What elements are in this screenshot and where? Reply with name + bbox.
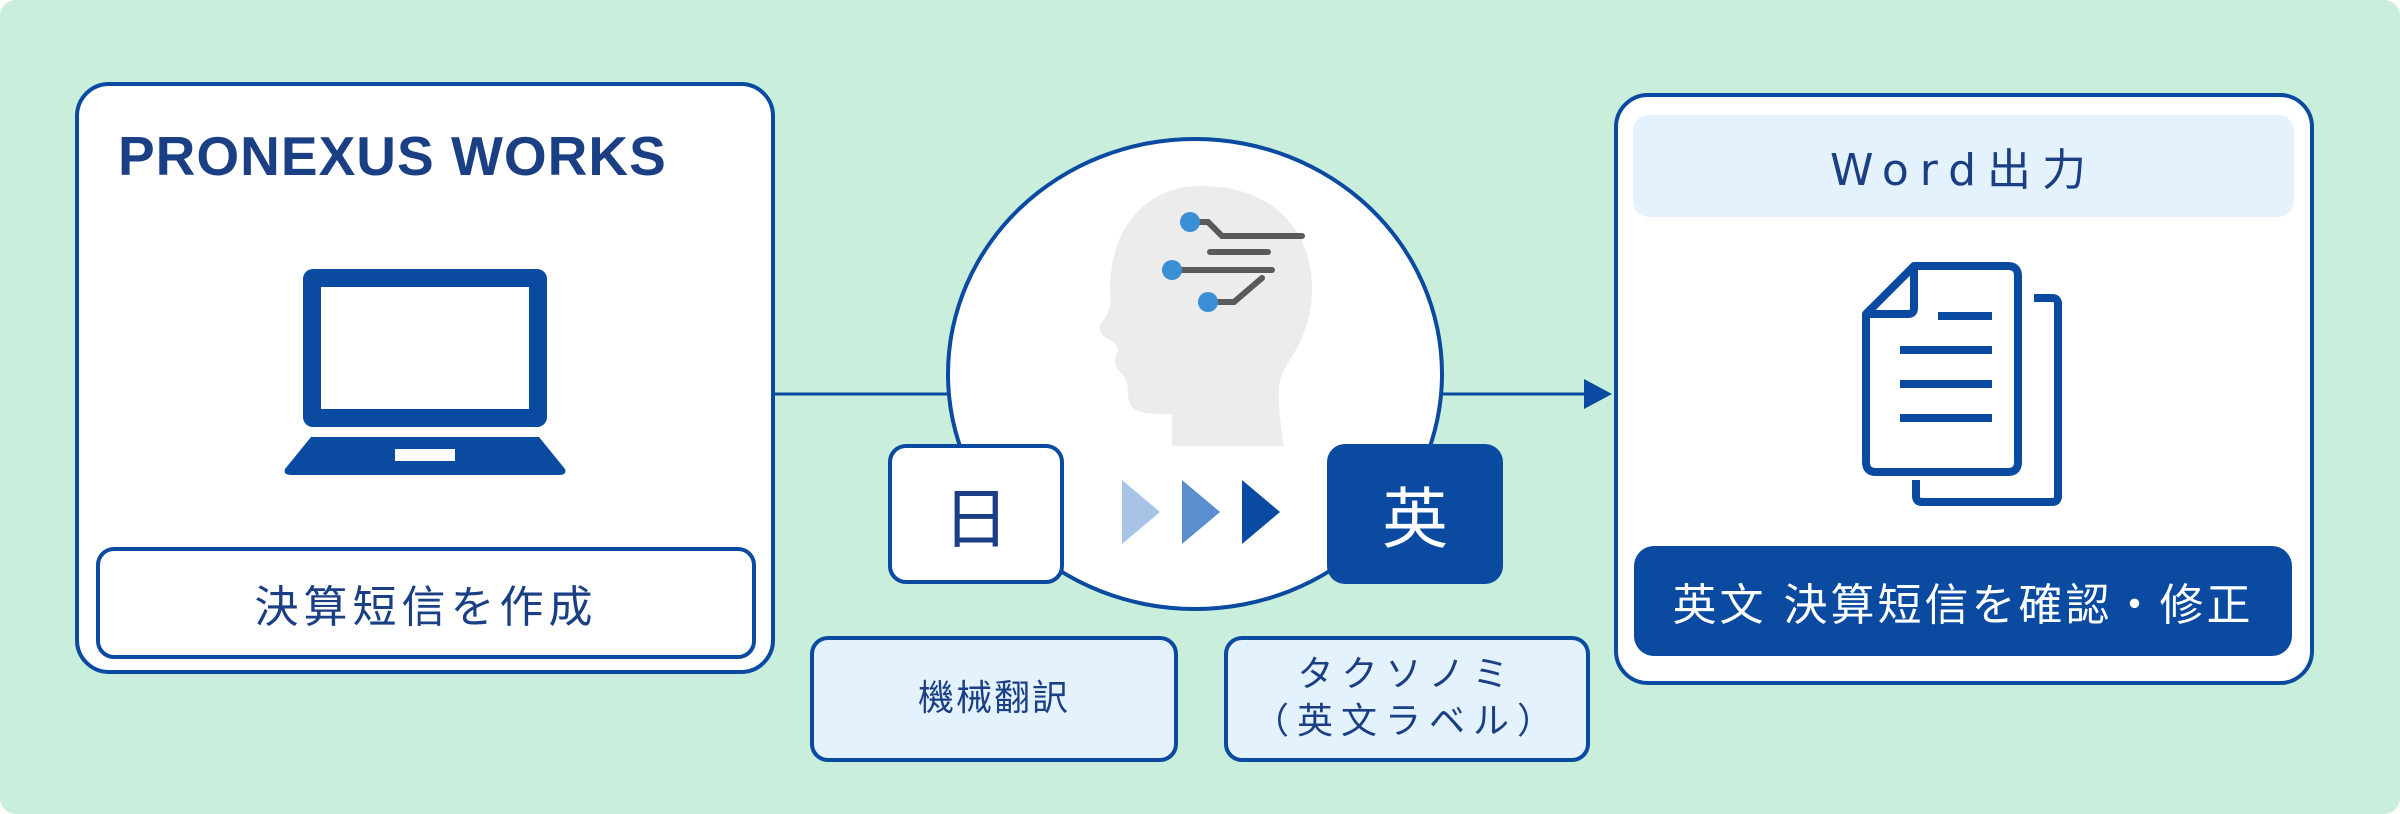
machine-translation-tag: 機械翻訳 xyxy=(810,636,1178,762)
ai-head-icon xyxy=(1099,186,1312,446)
source-language-badge: 日 xyxy=(888,444,1064,584)
word-output-header: Word出力 xyxy=(1633,115,2294,217)
triple-chevron-icon xyxy=(1122,480,1280,544)
machine-translation-label: 機械翻訳 xyxy=(917,677,1070,719)
taxonomy-label: タクソノミ xyxy=(1297,654,1517,696)
document-copy-icon xyxy=(1862,262,2062,506)
laptop-icon xyxy=(284,269,566,475)
arrowhead-icon xyxy=(1584,379,1612,409)
taxonomy-tag: タクソノミ （英文ラベル） xyxy=(1224,636,1590,762)
create-report-label: 決算短信を作成 xyxy=(96,547,756,659)
target-language-badge: 英 xyxy=(1327,444,1503,584)
review-edit-label: 英文 決算短信を確認・修正 xyxy=(1634,546,2292,656)
taxonomy-sublabel: （英文ラベル） xyxy=(1252,701,1561,742)
brand-title: PRONEXUS WORKS xyxy=(118,125,667,187)
